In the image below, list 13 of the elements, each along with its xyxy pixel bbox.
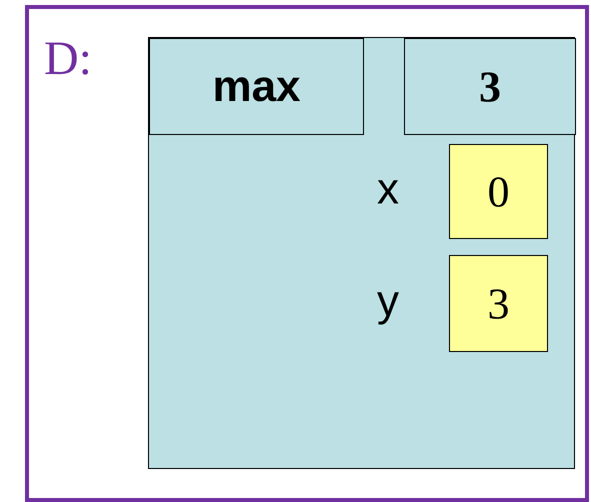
call-frame-box — [148, 37, 575, 469]
frame-heading: D: — [44, 31, 92, 86]
variable-value: 3 — [488, 278, 510, 329]
variable-name: x — [377, 164, 399, 214]
function-name: max — [212, 62, 301, 112]
variable-name: y — [377, 276, 399, 326]
program-counter: 3 — [479, 61, 501, 112]
variable-value: 0 — [488, 166, 510, 217]
frame-border — [25, 5, 589, 502]
variable-box — [449, 255, 548, 352]
function-name-box — [149, 38, 364, 135]
program-counter-box — [404, 38, 576, 135]
variable-box — [449, 144, 548, 239]
